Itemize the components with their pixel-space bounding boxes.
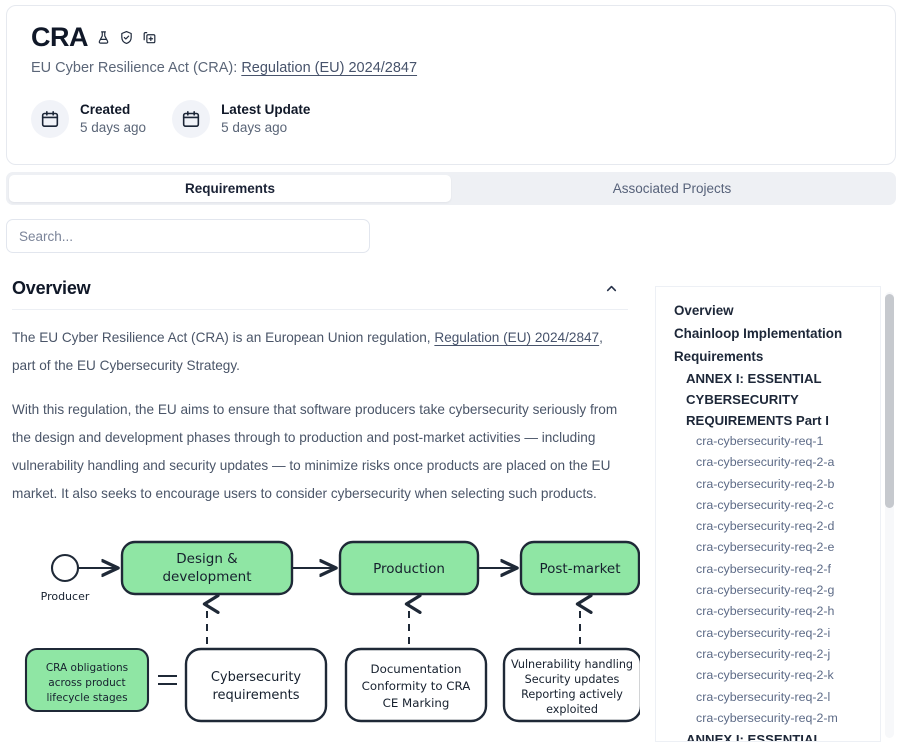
toc-item[interactable]: cra-cybersecurity-req-2-g [696, 583, 835, 598]
diagram-stage-production: Production [338, 540, 480, 596]
toc-item[interactable]: cra-cybersecurity-req-2-b [696, 476, 835, 491]
overview-regulation-link[interactable]: Regulation (EU) 2024/2847 [434, 330, 600, 345]
entity-header-card: CRA EU [6, 5, 896, 165]
meta-item-created: Created 5 days ago [31, 99, 147, 138]
diagram-detail-2-line1: Documentation [371, 662, 462, 676]
meta-value-created: 5 days ago [80, 119, 147, 135]
diagram-stage-production-label: Production [373, 561, 445, 577]
diagram-detail-1-line1: Cybersecurity [211, 670, 302, 685]
diagram-detail-3-line4: exploited [546, 703, 598, 716]
tab-requirements[interactable]: Requirements [9, 175, 451, 202]
page-title: CRA [31, 22, 89, 52]
toc-item[interactable]: cra-cybersecurity-req-2-i [696, 625, 831, 640]
diagram-equals-sign [158, 674, 177, 686]
diagram-detail-documentation: Documentation Conformity to CRA CE Marki… [344, 647, 488, 723]
overview-p1-part-a: The EU Cyber Resilience Act (CRA) is an … [12, 330, 435, 345]
diagram-legend-line2: across product [48, 677, 125, 689]
title-row: CRA [7, 6, 895, 51]
toc-item[interactable]: cra-cybersecurity-req-2-e [696, 540, 835, 555]
diagram-detail-1-line2: requirements [213, 688, 300, 703]
flask-icon[interactable] [96, 30, 111, 45]
toc-item[interactable]: cra-cybersecurity-req-2-j [696, 646, 831, 661]
calendar-icon [31, 99, 69, 138]
toc-item[interactable]: cra-cybersecurity-req-2-h [696, 604, 835, 619]
diagram-detail-cybersecurity-requirements: Cybersecurity requirements [184, 647, 328, 723]
toc-item[interactable]: cra-cybersecurity-req-2-m [696, 710, 838, 725]
toc-item[interactable]: cra-cybersecurity-req-2-d [696, 519, 835, 534]
diagram-stage-postmarket-label: Post-market [539, 561, 620, 577]
calendar-icon [172, 99, 211, 138]
meta-item-latest-update: Latest Update 5 days ago [172, 99, 311, 138]
diagram-stage-design-line1: Design & [176, 551, 238, 567]
toc-scrollbar-track[interactable] [885, 292, 894, 738]
diagram-detail-3-line2: Security updates [525, 673, 620, 686]
diagram-detail-3-line1: Vulnerability handling [511, 658, 633, 671]
overview-title: Overview [12, 278, 91, 298]
toc-item[interactable]: Chainloop Implementation [674, 326, 843, 341]
diagram-detail-3-line3: Reporting actively [521, 688, 623, 701]
overview-paragraph-2: With this regulation, the EU aims to ens… [12, 402, 618, 501]
toc-item[interactable]: cra-cybersecurity-req-2-a [696, 455, 835, 470]
diagram-detail-2-line3: CE Marking [383, 696, 450, 710]
regulation-link[interactable]: Regulation (EU) 2024/2847 [241, 60, 418, 76]
toc-scrollbar-thumb[interactable] [885, 294, 894, 508]
diagram-detail-vulnerability: Vulnerability handling Security updates … [502, 647, 640, 723]
toc-item[interactable]: ANNEX I: ESSENTIAL CYBERSECURITY REQUIRE… [686, 371, 829, 428]
meta-label-latest-update: Latest Update [221, 101, 311, 117]
overview-p1-part-b: , part of the EU Cybersecurity Strategy. [12, 330, 603, 373]
subtitle-prefix: EU Cyber Resilience Act (CRA): [31, 60, 242, 76]
search-input[interactable] [6, 219, 370, 253]
shield-check-icon[interactable] [119, 30, 134, 45]
overview-paragraph-1: The EU Cyber Resilience Act (CRA) is an … [12, 324, 628, 380]
meta-label-created: Created [80, 101, 131, 117]
diagram-stage-design: Design & development [120, 540, 294, 596]
toc-item[interactable]: Requirements [674, 349, 764, 364]
toc-item[interactable]: cra-cybersecurity-req-2-l [696, 689, 831, 704]
diagram-detail-2-line2: Conformity to CRA [362, 679, 471, 693]
diagram-producer-node: Producer [41, 553, 90, 603]
diagram-legend-line3: lifecycle stages [46, 692, 127, 704]
toc-item[interactable]: cra-cybersecurity-req-2-k [696, 668, 834, 683]
diagram-producer-label: Producer [41, 590, 90, 603]
toc-item[interactable]: ANNEX I: ESSENTIAL [686, 732, 822, 742]
toc-item[interactable]: cra-cybersecurity-req-2-c [696, 497, 834, 512]
chevron-up-icon[interactable] [605, 282, 628, 295]
toc-item[interactable]: cra-cybersecurity-req-2-f [696, 561, 831, 576]
diagram-legend-box: CRA obligations across product lifecycle… [24, 647, 150, 713]
diagram-stage-design-line2: development [162, 569, 251, 585]
lifecycle-diagram: Producer Design & development Production [12, 526, 640, 731]
toc-item[interactable]: Overview [674, 303, 734, 318]
meta-value-latest-update: 5 days ago [221, 119, 288, 135]
diagram-legend-line1: CRA obligations [46, 662, 128, 674]
overview-panel: Overview The EU Cyber Resilience Act (CR… [0, 278, 640, 742]
copy-icon[interactable] [142, 30, 157, 45]
tab-bar: Requirements Associated Projects [6, 172, 896, 205]
toc-item[interactable]: cra-cybersecurity-req-1 [696, 434, 824, 448]
diagram-stage-postmarket: Post-market [519, 540, 640, 596]
overview-section-header: Overview [12, 278, 628, 310]
entity-subtitle: EU Cyber Resilience Act (CRA): Regulatio… [7, 51, 895, 78]
tab-associated-projects[interactable]: Associated Projects [612, 181, 732, 196]
meta-row: Created 5 days ago Latest Update 5 days … [7, 78, 895, 138]
